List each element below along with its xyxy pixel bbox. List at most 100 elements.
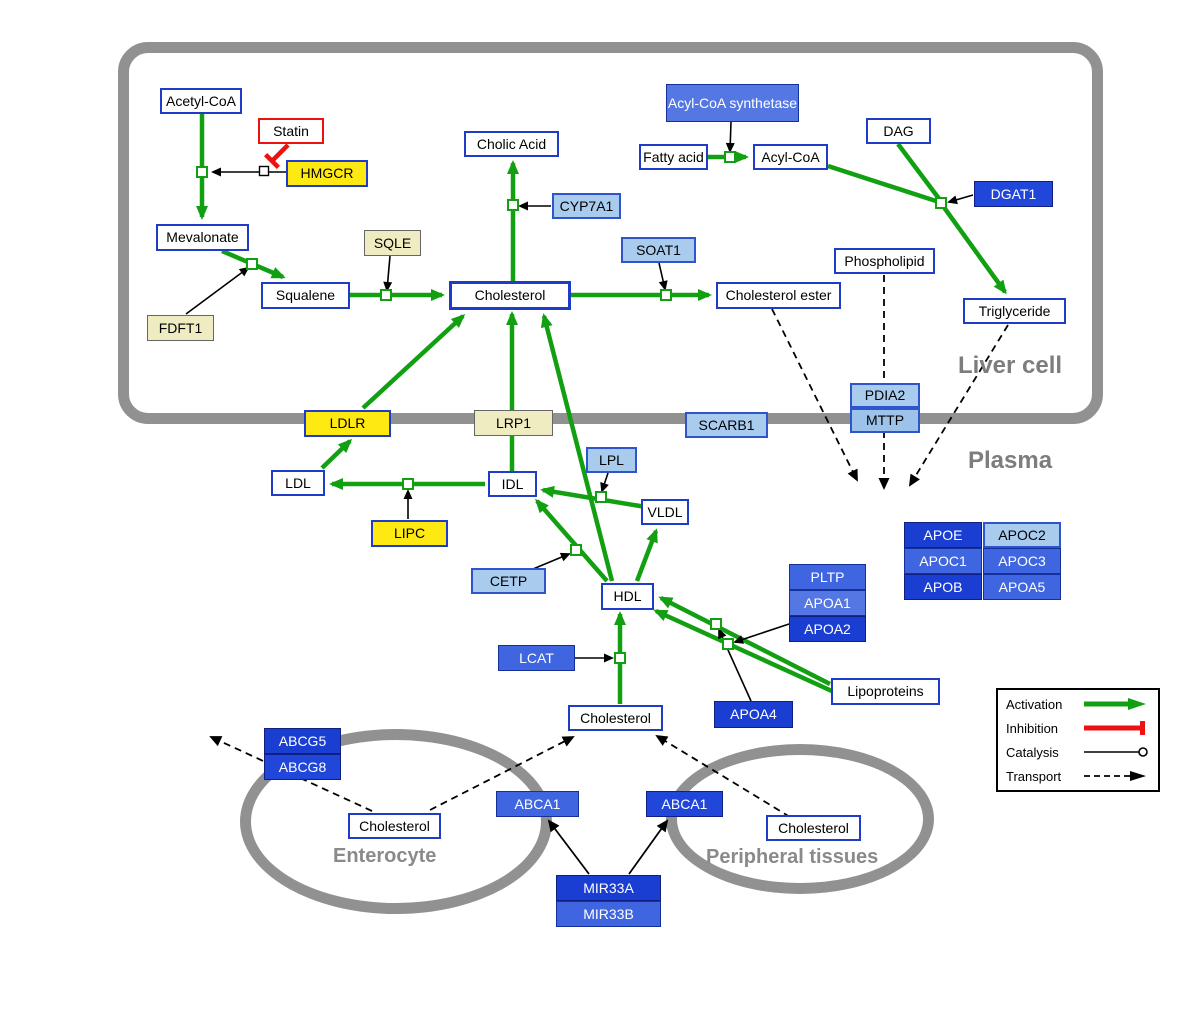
legend-catalysis-label: Catalysis [1006, 744, 1059, 760]
edge-lipoproteins-hdl-1 [658, 595, 832, 687]
node-triglyceride[interactable]: Triglyceride [963, 298, 1066, 324]
legend-inhibition-label: Inhibition [1006, 720, 1059, 736]
edge-ldlr-cholesterol [361, 313, 466, 410]
node-abca1-left[interactable]: ABCA1 [496, 791, 579, 817]
liver-cell-label: Liver cell [958, 352, 1063, 379]
node-apob[interactable]: APOB [904, 574, 982, 600]
node-apoc2[interactable]: APOC2 [983, 522, 1061, 548]
edge-statin-hmgcr [270, 143, 290, 163]
statin-target-node [258, 165, 270, 177]
node-lipc[interactable]: LIPC [371, 520, 448, 547]
node-lipoproteins[interactable]: Lipoproteins [831, 678, 940, 705]
legend-catalysis: Catalysis [1006, 744, 1150, 760]
node-abca1-right[interactable]: ABCA1 [646, 791, 723, 817]
cat-soat1 [658, 262, 668, 291]
node-cholesterol-liver[interactable]: Cholesterol [449, 281, 571, 310]
node-mir33a[interactable]: MIR33A [556, 875, 661, 901]
liver-cell-compartment [118, 42, 1103, 424]
edge-mir33-abca1-right [628, 819, 669, 875]
node-cholesterol-plasma[interactable]: Cholesterol [568, 705, 663, 731]
enterocyte-compartment [240, 729, 552, 914]
cat-lpl [600, 472, 609, 493]
tr-triglyceride [908, 324, 1009, 487]
node-acyl-coa-synthetase[interactable]: Acyl-CoA synthetase [666, 84, 799, 122]
node-cholesterol-enterocyte[interactable]: Cholesterol [348, 813, 441, 839]
tr-enterocyte-plasma [429, 736, 575, 811]
edge-acylcoa-junction [827, 163, 940, 205]
legend-transport: Transport [1006, 768, 1150, 784]
node-acyl-coa[interactable]: Acyl-CoA [753, 144, 828, 170]
node-apoe[interactable]: APOE [904, 522, 982, 548]
activation-symbol [1084, 698, 1146, 710]
cat-fdft1 [185, 266, 250, 315]
node-apoa5[interactable]: APOA5 [983, 574, 1061, 600]
node-lpl[interactable]: LPL [586, 447, 637, 473]
node-apoc1[interactable]: APOC1 [904, 548, 982, 574]
node-vldl[interactable]: VLDL [641, 499, 689, 525]
peripheral-tissues-label: Peripheral tissues [706, 846, 879, 868]
catalysis-symbol [1084, 747, 1148, 757]
legend-activation-label: Activation [1006, 696, 1063, 712]
node-mevalonate[interactable]: Mevalonate [156, 224, 249, 251]
node-ldl[interactable]: LDL [271, 470, 325, 496]
edge-dag-junction [896, 142, 942, 202]
edge-lipoproteins-hdl-2 [653, 608, 835, 695]
node-hmgcr[interactable]: HMGCR [286, 160, 368, 187]
tr-cholesterolester [771, 308, 858, 482]
node-abcg5[interactable]: ABCG5 [264, 728, 341, 754]
node-fatty-acid[interactable]: Fatty acid [639, 144, 708, 170]
node-acetyl-coa[interactable]: Acetyl-CoA [160, 88, 242, 114]
node-fdft1[interactable]: FDFT1 [147, 315, 214, 341]
tr-peripheral-plasma [655, 734, 791, 818]
node-cholesterol-peripheral[interactable]: Cholesterol [766, 815, 861, 841]
transport-symbol [1084, 771, 1146, 781]
node-scarb1[interactable]: SCARB1 [685, 412, 768, 438]
node-hdl[interactable]: HDL [601, 583, 654, 610]
edge-hdl-vldl [634, 528, 659, 582]
catalysis-edges [185, 121, 974, 702]
node-lcat[interactable]: LCAT [498, 645, 575, 671]
cat-apoa-stack [733, 623, 790, 644]
edge-statin-tbar [264, 153, 280, 169]
node-ldlr[interactable]: LDLR [304, 410, 391, 437]
regulation-edges [547, 819, 669, 875]
node-idl[interactable]: IDL [488, 471, 537, 497]
plasma-label: Plasma [968, 447, 1053, 474]
node-statin[interactable]: Statin [258, 118, 324, 144]
node-abcg8[interactable]: ABCG8 [264, 754, 341, 780]
node-lrp1[interactable]: LRP1 [474, 410, 553, 436]
cat-dgat1 [947, 194, 974, 205]
edge-junction-triglyceride [941, 204, 1007, 295]
edge-hdl-idl-cetp [535, 498, 609, 583]
node-sqle[interactable]: SQLE [364, 230, 421, 256]
node-squalene[interactable]: Squalene [261, 282, 350, 309]
node-mir33b[interactable]: MIR33B [556, 901, 661, 927]
node-cyp7a1[interactable]: CYP7A1 [552, 193, 621, 219]
node-mttp[interactable]: MTTP [850, 408, 920, 433]
node-apoc3[interactable]: APOC3 [983, 548, 1061, 574]
inhibition-symbol [1084, 721, 1145, 735]
legend-transport-label: Transport [1006, 768, 1062, 784]
node-phospholipid[interactable]: Phospholipid [834, 248, 935, 274]
edge-mir33-abca1-left [547, 819, 590, 875]
node-cetp[interactable]: CETP [471, 568, 546, 594]
cat-acylcoa-synthetase [725, 121, 735, 153]
node-apoa4[interactable]: APOA4 [714, 701, 793, 728]
node-dag[interactable]: DAG [866, 118, 931, 144]
edge-ldl-ldlr [320, 438, 353, 470]
node-cholesterol-ester[interactable]: Cholesterol ester [716, 282, 841, 309]
node-dgat1[interactable]: DGAT1 [974, 181, 1053, 207]
node-soat1[interactable]: SOAT1 [621, 237, 696, 263]
node-pltp[interactable]: PLTP [789, 564, 866, 590]
edge-vldl-idl [540, 485, 647, 510]
node-cholic-acid[interactable]: Cholic Acid [464, 131, 559, 157]
node-pdia2[interactable]: PDIA2 [850, 383, 920, 408]
node-apoa2[interactable]: APOA2 [789, 616, 866, 642]
enterocyte-label: Enterocyte [333, 845, 437, 867]
legend: Activation Inhibition Catalysis Transpor… [996, 688, 1160, 792]
node-apoa1[interactable]: APOA1 [789, 590, 866, 616]
reaction-nodes [196, 151, 947, 664]
peripheral-tissues-compartment [666, 744, 934, 894]
